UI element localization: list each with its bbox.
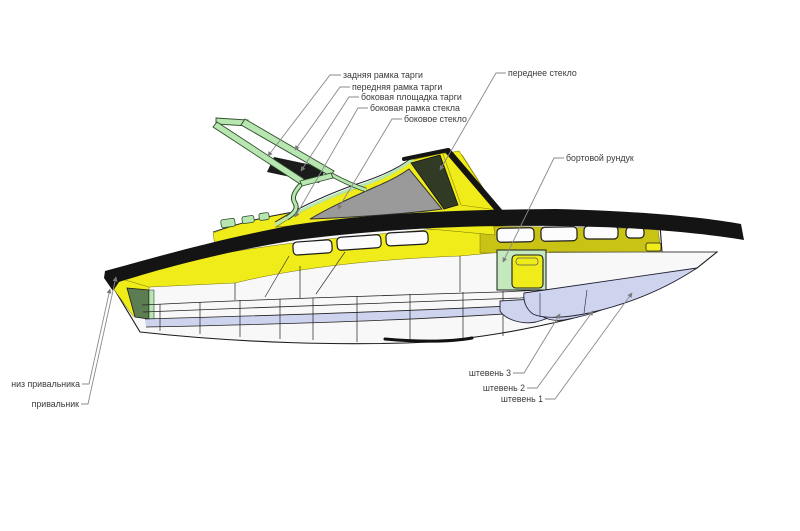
callout-stem-3: штевень 3 (469, 313, 561, 378)
cleat (258, 212, 270, 221)
leader-line-stem-2 (527, 310, 594, 389)
callout-label-side-glass: боковое стекло (404, 114, 467, 124)
targa-arch (212, 117, 367, 221)
callout-label-side-locker: бортовой рундук (566, 153, 634, 163)
callout-label-stem-1: штевень 1 (501, 394, 543, 404)
deck-cleats (220, 212, 270, 229)
callout-label-front-targa-frame: передняя рамка тарги (352, 82, 442, 92)
side-window (583, 225, 619, 240)
superstructure (212, 117, 503, 247)
callout-label-targa-side-platform: боковая площадка тарги (361, 92, 462, 102)
callout-label-rear-targa-frame: задняя рамка тарги (343, 70, 423, 80)
leader-line-front-targa-frame (294, 86, 350, 151)
side-window (292, 239, 333, 256)
callout-stem-2: штевень 2 (483, 310, 594, 393)
callout-label-side-glass-frame: боковая рамка стекла (370, 103, 460, 113)
callout-side-glass-frame: боковая рамка стекла (294, 103, 460, 218)
side-locker (496, 249, 547, 291)
callout-side-glass: боковое стекло (337, 114, 467, 210)
leader-line-rubrail (81, 276, 118, 405)
panel-seam-1 (264, 255, 290, 298)
callout-label-rubrail-bottom: низ привальника (11, 379, 80, 389)
callout-label-stem-3: штевень 3 (469, 368, 511, 378)
cleat (241, 215, 255, 224)
leader-line-rear-targa-frame (267, 74, 341, 157)
bow-fitting (645, 242, 662, 252)
side-window (540, 226, 578, 242)
callout-label-rubrail: привальник (32, 399, 80, 409)
callout-stem-1: штевень 1 (501, 292, 633, 404)
targa-black-panel (267, 157, 326, 183)
callout-side-locker: бортовой рундук (502, 153, 634, 263)
windshield-cap-aft (444, 148, 503, 214)
leader-line-stem-3 (513, 313, 561, 374)
callout-rubrail: привальник (32, 276, 118, 409)
callout-rear-targa-frame: задняя рамка тарги (267, 70, 423, 157)
leader-line-front-glass (439, 72, 506, 171)
callout-label-front-glass: переднее стекло (508, 68, 577, 78)
side-window (496, 227, 535, 243)
side-glass-pane (309, 168, 443, 220)
cleat (220, 217, 236, 229)
targa-platform-tube (331, 173, 367, 192)
side-window (385, 230, 429, 247)
callout-rubrail-bottom: низ привальника (11, 288, 112, 389)
leader-line-side-glass (337, 118, 402, 210)
panel-seam-2 (315, 251, 346, 295)
frame-seams (159, 256, 504, 342)
windshield-cap-top (402, 148, 450, 161)
stem-seam (583, 289, 588, 314)
locker-hatch-handle (515, 257, 539, 266)
leader-line-rubrail-bottom (82, 288, 112, 385)
leader-line-stem-1 (545, 292, 633, 400)
leader-line-side-locker (502, 157, 564, 263)
leader-line-targa-side-platform (300, 96, 359, 172)
targa-leg (286, 182, 304, 220)
stem-panels (499, 267, 698, 324)
callout-front-targa-frame: передняя рамка тарги (294, 82, 442, 151)
front-glass-pane (410, 154, 459, 210)
rub-rail-band (104, 209, 744, 291)
stem-panel-1 (523, 267, 698, 318)
leader-line-side-glass-frame (294, 107, 368, 218)
targa-rear-tube (212, 121, 305, 185)
callout-front-glass: переднее стекло (439, 68, 577, 171)
side-window (336, 234, 382, 251)
callout-label-stem-2: штевень 2 (483, 383, 525, 393)
callout-targa-side-platform: боковая площадка тарги (300, 92, 462, 172)
keel-line (383, 336, 474, 343)
hull (107, 218, 719, 345)
